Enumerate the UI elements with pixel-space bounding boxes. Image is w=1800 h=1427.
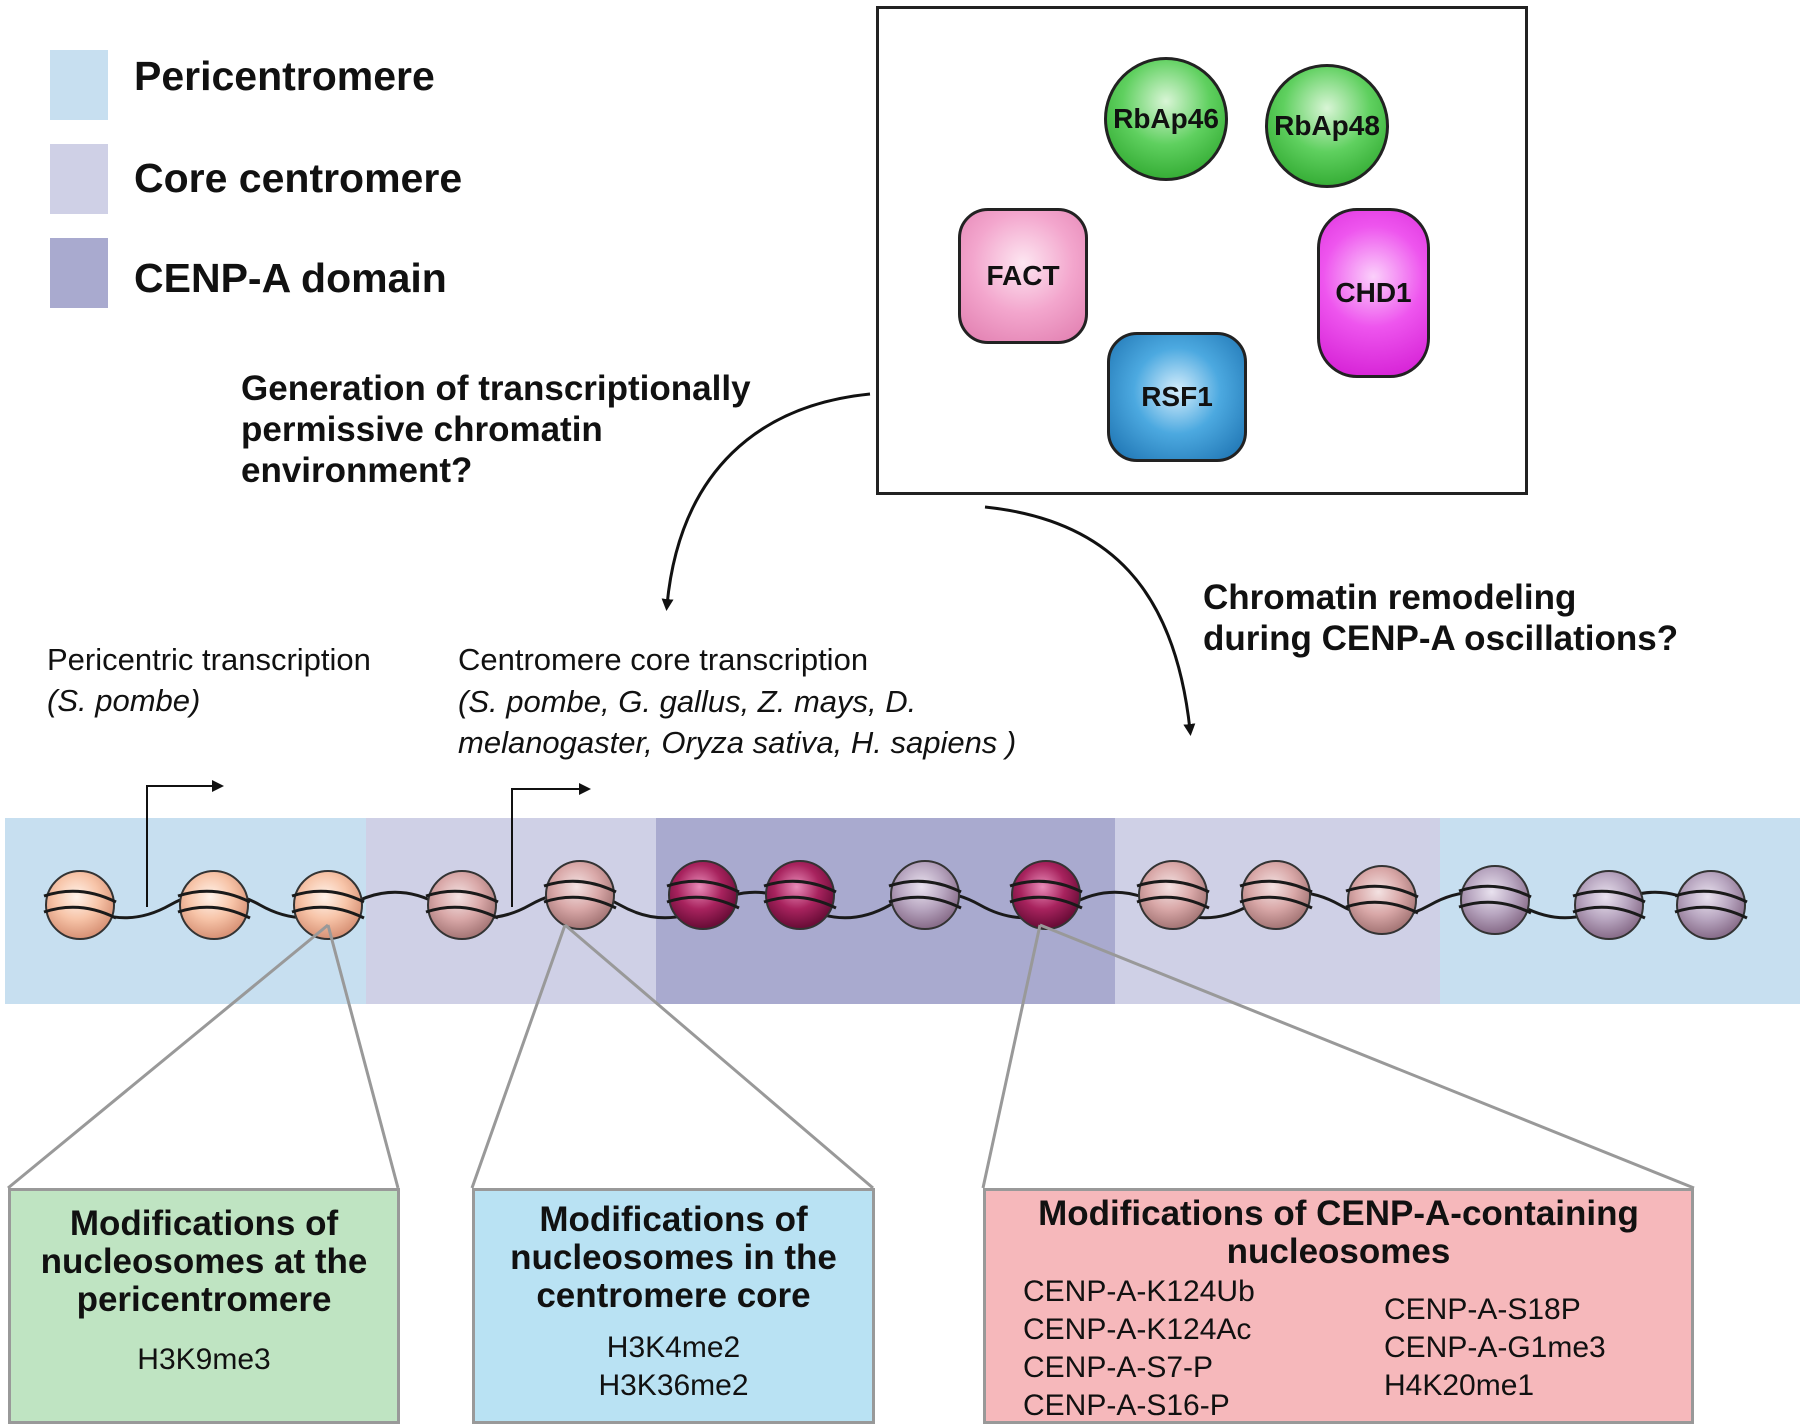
core-transcription-title: Centromere core transcription [458, 642, 869, 677]
nucleosome-12 [1345, 865, 1419, 935]
nucleosome-7 [763, 860, 837, 930]
protein-chd1: CHD1 [1317, 208, 1430, 378]
arrow-permissive [661, 392, 871, 611]
mod-title-core-line3: centromere core [536, 1276, 811, 1315]
mod-title-cenpa-line2: nucleosomes [1226, 1232, 1451, 1271]
tss-arrow-pericentric [146, 780, 224, 907]
arrow-remodeling [984, 505, 1196, 736]
nucleosome-1 [43, 870, 117, 940]
pericentric-transcription-species: (S. pombe) [47, 683, 201, 718]
mod-item-cenpa-g1me3: CENP-A-G1me3 [1384, 1331, 1606, 1364]
mod-title-core-line2: nucleosomes in the [510, 1238, 837, 1277]
question-remodeling-line2: during CENP-A oscillations? [1203, 619, 1679, 658]
core-transcription-species-line2: melanogaster, Oryza sativa, H. sapiens ) [458, 725, 1017, 760]
mod-item-cenpa-k124ac: CENP-A-K124Ac [1023, 1313, 1252, 1346]
question-permissive-line3: environment? [241, 451, 473, 490]
nucleosome-13 [1458, 865, 1532, 935]
core-transcription-species-line1: (S. pombe, G. gallus, Z. mays, D. [458, 684, 917, 719]
mod-item-cenpa-s16p: CENP-A-S16-P [1023, 1389, 1230, 1422]
mod-box-core: Modifications of nucleosomes in the cent… [472, 1188, 875, 1424]
nucleosome-2 [177, 870, 251, 940]
pericentric-transcription-title: Pericentric transcription [47, 642, 371, 677]
question-permissive-line1: Generation of transcriptionally [241, 369, 751, 408]
mod-title-pericentromere-line2: nucleosomes at the [40, 1242, 368, 1281]
mod-title-cenpa-line1: Modifications of CENP-A-containing [1038, 1194, 1639, 1233]
mod-item-h3k9me3: H3K9me3 [137, 1343, 271, 1376]
leader-core [470, 923, 874, 1190]
legend-swatch-pericentromere [50, 50, 108, 120]
nucleosome-3 [291, 870, 365, 940]
question-permissive-line2: permissive chromatin [241, 410, 603, 449]
protein-rbap48: RbAp48 [1265, 64, 1389, 188]
nucleosome-5 [543, 860, 617, 930]
nucleosome-14 [1572, 870, 1646, 940]
legend-swatch-core-centromere [50, 144, 108, 214]
mod-item-h4k20me1: H4K20me1 [1384, 1369, 1535, 1402]
protein-rsf1: RSF1 [1107, 332, 1247, 462]
mod-title-core-line1: Modifications of [539, 1200, 808, 1239]
leader-cenpa [981, 923, 1695, 1190]
mod-item-cenpa-s7p: CENP-A-S7-P [1023, 1351, 1214, 1384]
mod-list-cenpa-right: CENP-A-S18P CENP-A-G1me3 H4K20me1 [1384, 1291, 1606, 1405]
mod-title-pericentromere-line1: Modifications of [69, 1204, 339, 1243]
nucleosome-11 [1239, 860, 1313, 930]
legend-label-cenpa-domain: CENP-A domain [134, 255, 447, 301]
mod-box-pericentromere: Modifications of nucleosomes at the peri… [8, 1188, 400, 1424]
nucleosome-9 [1009, 860, 1083, 930]
question-remodeling-line1: Chromatin remodeling [1203, 578, 1577, 617]
nucleosome-8 [888, 860, 962, 930]
mod-item-h3k36me2: H3K36me2 [598, 1369, 749, 1402]
mod-title-pericentromere-line3: pericentromere [76, 1280, 332, 1319]
protein-rbap46: RbAp46 [1104, 57, 1228, 181]
legend-swatch-cenpa-domain [50, 238, 108, 308]
nucleosome-6 [666, 860, 740, 930]
nucleosome-4 [425, 870, 499, 940]
mod-item-cenpa-s18p: CENP-A-S18P [1384, 1293, 1581, 1326]
leader-pericentromere [7, 923, 400, 1190]
protein-fact: FACT [958, 208, 1088, 344]
legend-label-pericentromere: Pericentromere [134, 53, 435, 99]
nucleosome-15 [1674, 870, 1748, 940]
mod-item-h3k4me2: H3K4me2 [606, 1331, 741, 1364]
mod-item-cenpa-k124ub: CENP-A-K124Ub [1023, 1275, 1255, 1308]
protein-box [876, 6, 1528, 495]
nucleosome-10 [1136, 860, 1210, 930]
mod-list-cenpa-left: CENP-A-K124Ub CENP-A-K124Ac CENP-A-S7-P … [1023, 1273, 1255, 1425]
tss-arrow-core [511, 783, 591, 907]
mod-box-cenpa: Modifications of CENP-A-containing nucle… [983, 1188, 1694, 1424]
legend-label-core-centromere: Core centromere [134, 155, 463, 201]
